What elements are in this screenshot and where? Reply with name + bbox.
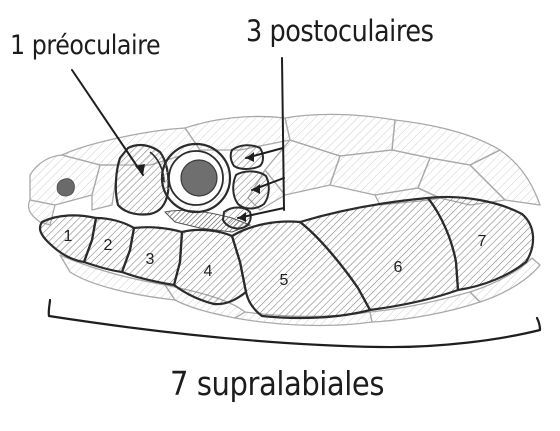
supralabial-number-2: 2 [104, 237, 113, 254]
postocular-scale [223, 208, 251, 229]
supralabial-number-5: 5 [280, 272, 289, 289]
preocular-scale [116, 145, 169, 214]
supralabial-number-3: 3 [146, 251, 155, 268]
postocular-label: 3 postoculaires [246, 17, 433, 46]
supralabial-number-6: 6 [394, 259, 403, 276]
supralabial-label: 7 supralabiales [170, 367, 384, 400]
preocular-label: 1 préoculaire [10, 32, 160, 59]
eye-pupil [181, 160, 217, 196]
eye [162, 144, 230, 212]
nostril [57, 179, 74, 196]
postocular-scale [233, 171, 269, 208]
supralabial-number-1: 1 [64, 228, 73, 245]
supralabial-number-4: 4 [204, 263, 213, 280]
supralabial-number-7: 7 [478, 233, 487, 250]
